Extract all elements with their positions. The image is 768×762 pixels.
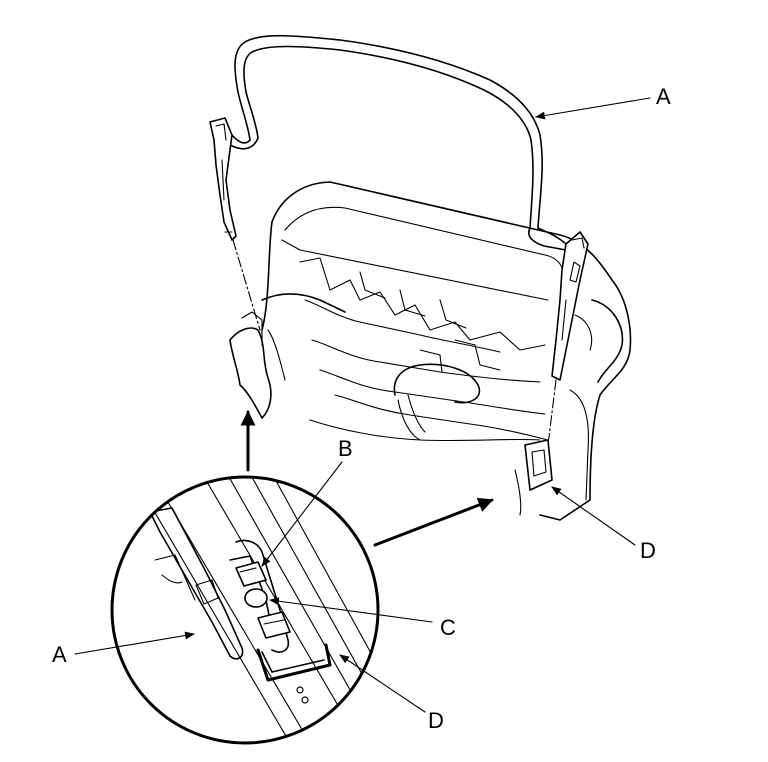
callout-a-top: A xyxy=(656,84,671,109)
leader-d-right xyxy=(551,486,636,546)
leader-b xyxy=(261,461,343,567)
seat-back xyxy=(229,181,632,521)
callout-d-right: D xyxy=(640,538,656,563)
callout-a-detail: A xyxy=(52,642,67,667)
leader-c xyxy=(269,597,433,623)
detail-inset xyxy=(110,475,380,745)
arrow-right xyxy=(373,497,494,547)
link-arrows xyxy=(240,410,494,547)
leader-d-detail xyxy=(339,654,426,713)
callout-c: C xyxy=(440,615,456,640)
callout-labels: A B C D A D xyxy=(52,84,671,733)
leader-a-top xyxy=(535,97,651,120)
headrest-frame xyxy=(209,34,589,446)
leader-a-detail xyxy=(74,631,195,655)
callout-b: B xyxy=(338,436,353,461)
callout-d-detail: D xyxy=(428,708,444,733)
leader-lines xyxy=(74,97,651,713)
